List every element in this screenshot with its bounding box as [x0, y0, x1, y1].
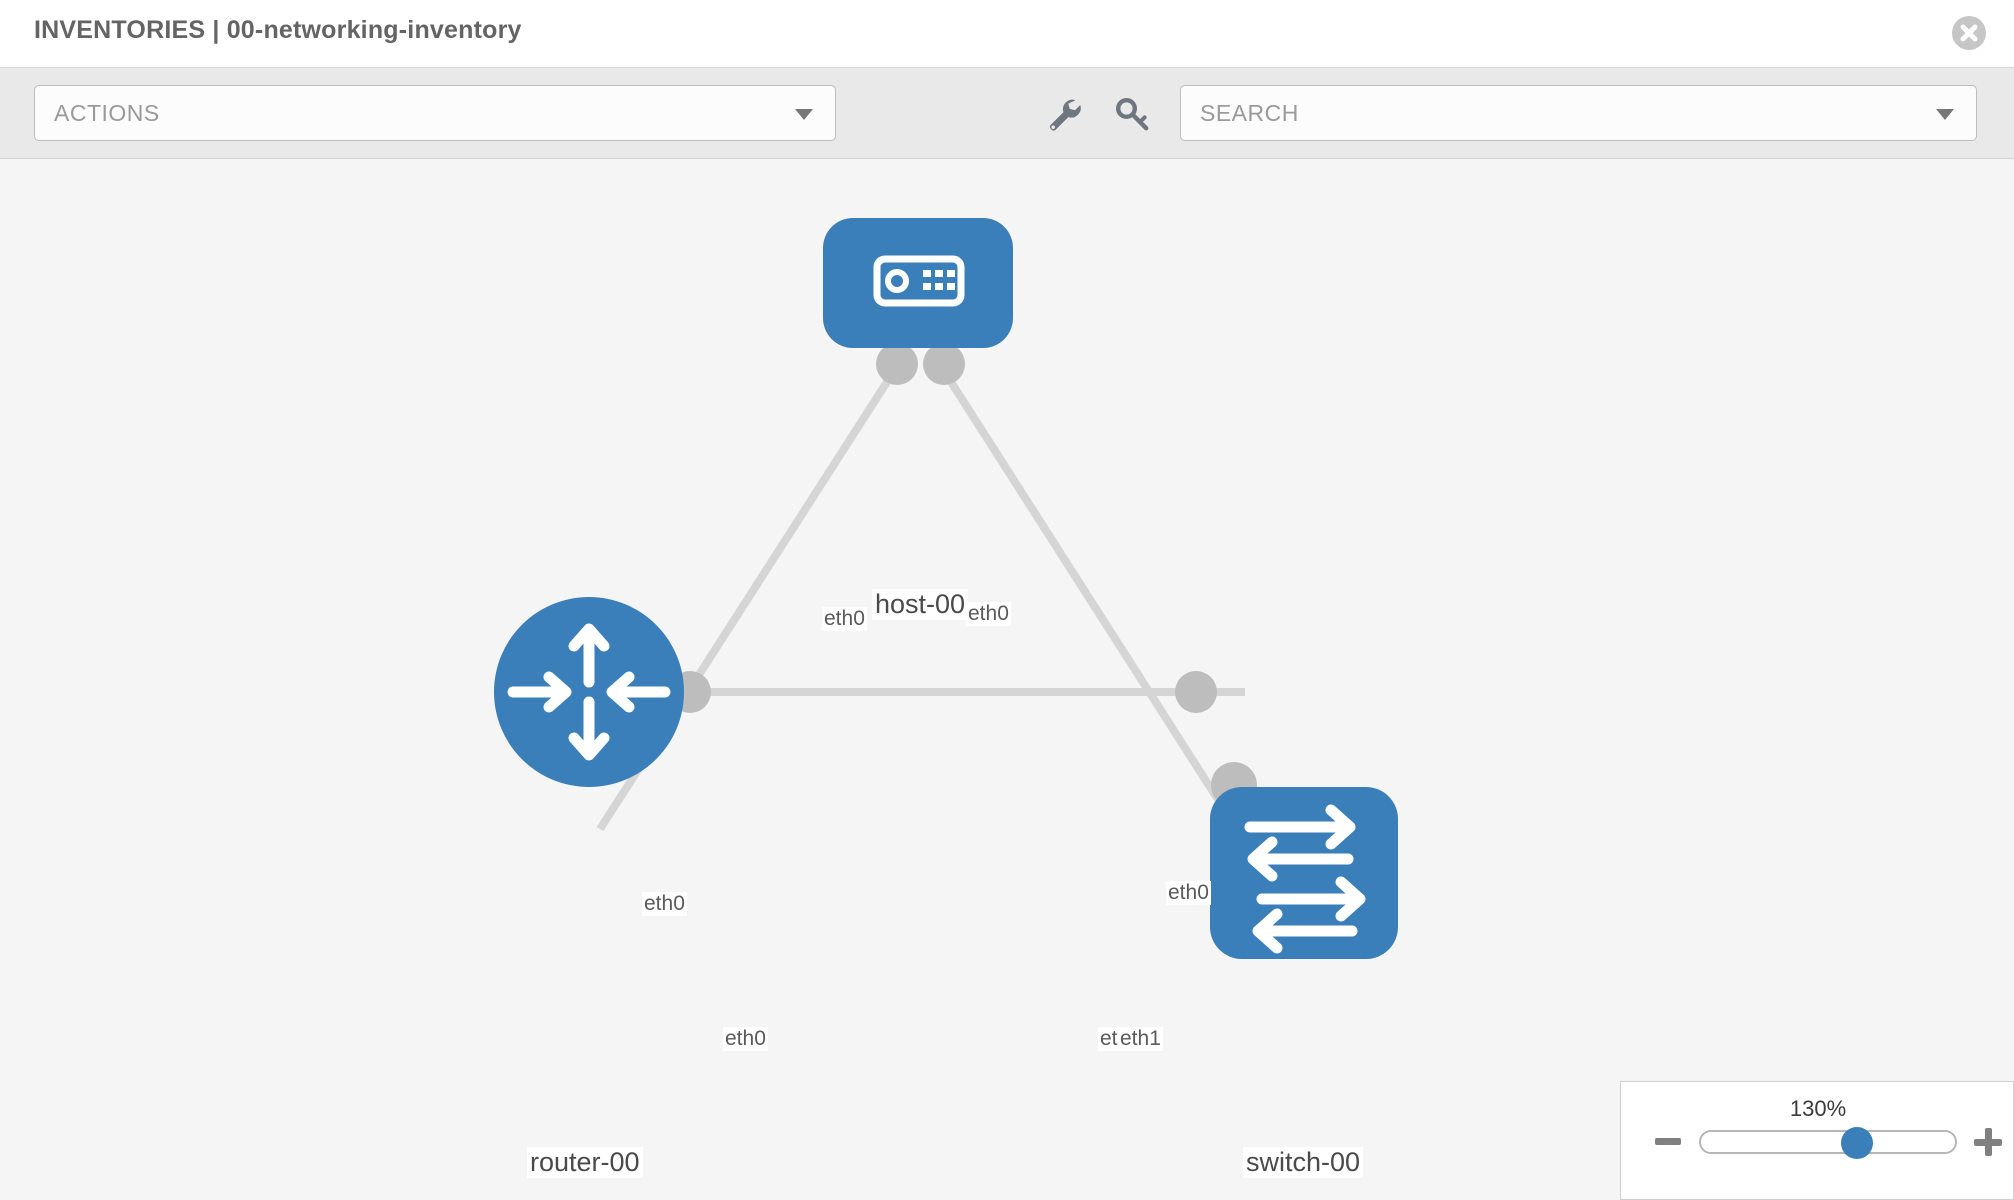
connector-host-left	[876, 343, 918, 385]
server-icon	[873, 255, 965, 307]
close-icon[interactable]	[1952, 16, 1986, 50]
key-icon[interactable]	[1113, 96, 1153, 132]
zoom-panel: 130%	[1620, 1081, 2014, 1200]
wrench-icon[interactable]	[1044, 96, 1084, 132]
node-label-host: host-00	[872, 589, 969, 621]
zoom-out-button[interactable]	[1655, 1138, 1681, 1145]
connector-host-right	[923, 343, 965, 385]
connector-switch-left	[1175, 671, 1217, 713]
edge-host-switch	[940, 368, 1244, 837]
edge-label-switch-up: eth0	[1166, 881, 1211, 906]
edge-label-host-left: eth0	[822, 607, 867, 632]
node-label-router: router-00	[527, 1147, 643, 1179]
zoom-in-button[interactable]	[1974, 1128, 2002, 1156]
search-placeholder: SEARCH	[1200, 100, 1299, 126]
node-host-00	[823, 218, 1013, 348]
switch-arrows-icon	[1244, 804, 1366, 954]
router-arrows-icon	[507, 623, 671, 761]
edge-label-router-right: eth0	[723, 1027, 768, 1052]
toolbar: ACTIONS SEARCH	[0, 68, 2014, 159]
node-router-shape	[494, 597, 684, 787]
edge-label-switch-left: eth1	[1118, 1027, 1163, 1052]
node-host-shape	[823, 218, 1013, 348]
node-switch-00	[1210, 787, 1398, 959]
zoom-level-value: 130%	[1789, 1096, 1847, 1121]
page-title: INVENTORIES | 00-networking-inventory	[34, 16, 522, 44]
chevron-down-icon	[1936, 109, 1954, 120]
actions-dropdown[interactable]: ACTIONS	[34, 85, 836, 141]
topology-connectors	[669, 343, 1257, 808]
edge-label-host-right: eth0	[966, 602, 1011, 627]
actions-dropdown-label: ACTIONS	[54, 100, 160, 126]
search-input[interactable]: SEARCH	[1180, 85, 1977, 141]
zoom-slider-thumb[interactable]	[1841, 1127, 1873, 1159]
node-router-00	[494, 597, 684, 787]
topology-canvas[interactable]: host-00 router-00 switch-00 eth0 eth0 et…	[0, 159, 2014, 1200]
chevron-down-icon	[795, 109, 813, 120]
node-label-switch: switch-00	[1243, 1147, 1364, 1179]
edge-label-router-up: eth0	[642, 892, 687, 917]
page-header: INVENTORIES | 00-networking-inventory	[0, 0, 2014, 68]
zoom-slider[interactable]	[1699, 1127, 1957, 1159]
topology-graph	[494, 218, 1398, 959]
